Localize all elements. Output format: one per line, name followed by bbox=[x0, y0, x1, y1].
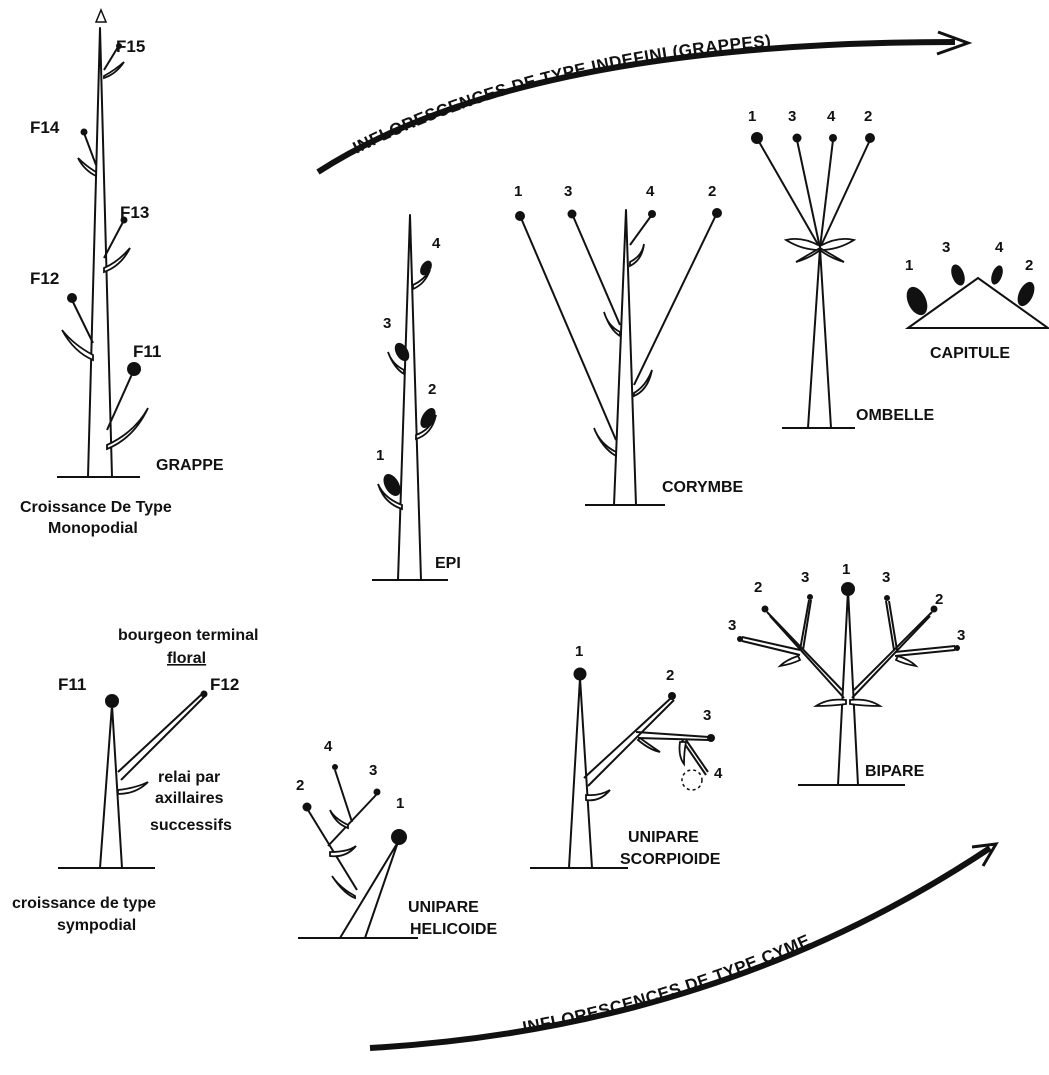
sympodial-growth-line1: croissance de type bbox=[12, 895, 156, 912]
grappe-flower-label: F14 bbox=[30, 118, 60, 137]
corymbe-label: CORYMBE bbox=[662, 479, 744, 496]
grappe-growth-line2: Monopodial bbox=[48, 520, 138, 537]
capitule-number: 4 bbox=[995, 239, 1004, 256]
sympodial-growth-line2: sympodial bbox=[57, 917, 136, 934]
bipare-figure: 1 2 3 3 2 3 3 BIPARE bbox=[728, 561, 965, 785]
capitule-figure: 1 3 4 2 CAPITULE bbox=[903, 239, 1048, 362]
terminal-bud-line1: bourgeon terminal bbox=[118, 627, 258, 644]
scorpioide-label-line2: SCORPIOIDE bbox=[620, 851, 721, 868]
relay-line3: successifs bbox=[150, 817, 232, 834]
epi-figure: 4 3 2 1 EPI bbox=[372, 215, 461, 580]
ombelle-number: 3 bbox=[788, 108, 796, 125]
sympodial-figure: F11 F12 bourgeon terminal floral relai p… bbox=[12, 627, 258, 934]
scorpioide-number: 2 bbox=[666, 667, 674, 684]
corymbe-number: 2 bbox=[708, 183, 716, 200]
sympodial-f11-label: F11 bbox=[58, 675, 86, 694]
grappe-growth-line1: Croissance De Type bbox=[20, 499, 172, 516]
capitule-number: 2 bbox=[1025, 257, 1033, 274]
helicoide-number: 3 bbox=[369, 762, 377, 779]
bipare-number: 2 bbox=[935, 591, 943, 608]
helicoide-number: 1 bbox=[396, 795, 404, 812]
ombelle-number: 2 bbox=[864, 108, 872, 125]
scorpioide-label-line1: UNIPARE bbox=[628, 829, 699, 846]
grappe-flower-label: F12 bbox=[30, 269, 59, 288]
indefinite-type-arrow: INFLORESCENCES DE TYPE INDEFINI (GRAPPES… bbox=[318, 31, 968, 172]
helicoide-number: 4 bbox=[324, 738, 333, 755]
scorpioide-number: 4 bbox=[714, 765, 723, 782]
corymbe-figure: 1 3 4 2 CORYMBE bbox=[514, 183, 744, 505]
capitule-number: 1 bbox=[905, 257, 913, 274]
epi-number: 2 bbox=[428, 381, 436, 398]
epi-label: EPI bbox=[435, 555, 461, 572]
bipare-number: 3 bbox=[957, 627, 965, 644]
relay-line1: relai par bbox=[158, 769, 220, 786]
indefinite-type-title: INFLORESCENCES DE TYPE INDEFINI (GRAPPES… bbox=[350, 31, 772, 157]
helicoide-number: 2 bbox=[296, 777, 304, 794]
epi-number: 4 bbox=[432, 235, 441, 252]
grappe-label: GRAPPE bbox=[156, 457, 224, 474]
helicoide-label-line2: HELICOIDE bbox=[410, 921, 497, 938]
bipare-label: BIPARE bbox=[865, 763, 925, 780]
ombelle-number: 4 bbox=[827, 108, 836, 125]
scorpioide-number: 3 bbox=[703, 707, 711, 724]
bipare-number: 2 bbox=[754, 579, 762, 596]
helicoide-label-line1: UNIPARE bbox=[408, 899, 479, 916]
bipare-number: 1 bbox=[842, 561, 850, 578]
bipare-number: 3 bbox=[728, 617, 736, 634]
epi-number: 3 bbox=[383, 315, 391, 332]
scorpioide-number: 1 bbox=[575, 643, 583, 660]
cyme-type-arrow: INFLORESCENCES DE TYPE CYME bbox=[370, 844, 996, 1048]
ombelle-label: OMBELLE bbox=[856, 407, 935, 424]
corymbe-number: 1 bbox=[514, 183, 522, 200]
cyme-type-title: INFLORESCENCES DE TYPE CYME bbox=[521, 931, 813, 1038]
relay-line2: axillaires bbox=[155, 790, 224, 807]
bipare-number: 3 bbox=[882, 569, 890, 586]
sympodial-f12-label: F12 bbox=[210, 675, 239, 694]
grappe-flower-label: F15 bbox=[116, 37, 145, 56]
grappe-flower-label: F13 bbox=[120, 203, 149, 222]
unipare-scorpioide-figure: 1 2 3 4 UNIPARE SCORPIOIDE bbox=[530, 643, 723, 868]
grappe-flower-label: F11 bbox=[133, 342, 161, 361]
grappe-figure: F15 F14 F13 F12 F11 GRAPPE Croissance De… bbox=[20, 10, 224, 537]
capitule-number: 3 bbox=[942, 239, 950, 256]
epi-number: 1 bbox=[376, 447, 384, 464]
unipare-helicoide-figure: 1 2 3 4 UNIPARE HELICOIDE bbox=[296, 738, 497, 938]
corymbe-number: 3 bbox=[564, 183, 572, 200]
terminal-bud-line2: floral bbox=[167, 650, 206, 667]
ombelle-number: 1 bbox=[748, 108, 756, 125]
bipare-number: 3 bbox=[801, 569, 809, 586]
corymbe-number: 4 bbox=[646, 183, 655, 200]
capitule-label: CAPITULE bbox=[930, 345, 1010, 362]
